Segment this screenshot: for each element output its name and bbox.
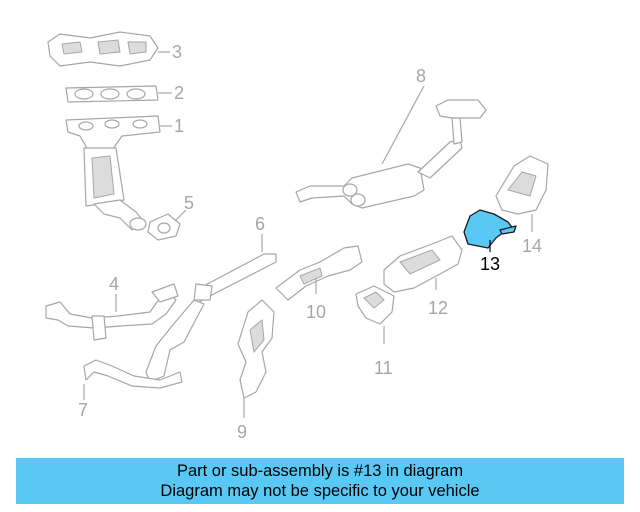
callout-10[interactable]: 10 [306,302,326,322]
banner-line-disclaimer: Diagram may not be specific to your vehi… [160,482,480,500]
info-banner: Part or sub-assembly is #13 in diagram D… [16,458,624,504]
part-2-gasket[interactable] [65,85,159,103]
callout-3[interactable]: 3 [172,42,182,62]
part-3-heat-shield[interactable] [47,31,159,67]
callout-8[interactable]: 8 [416,66,426,86]
info-banner-background [16,458,624,504]
part-6-intermediate-pipe[interactable] [145,253,277,383]
callout-9[interactable]: 9 [237,422,247,442]
part-14-heat-shield[interactable] [495,155,549,215]
banner-line-part-number: Part or sub-assembly is #13 in diagram [176,462,464,480]
part-8-muffler[interactable] [295,99,487,209]
callout-14[interactable]: 14 [522,236,542,256]
callout-13[interactable]: 13 [480,254,500,274]
callout-6[interactable]: 6 [255,214,265,234]
callout-4[interactable]: 4 [109,274,119,294]
part-1-exhaust-manifold[interactable] [65,115,161,231]
part-4-front-pipe[interactable] [45,283,179,341]
part-13-heat-shield-highlighted[interactable] [463,209,517,249]
part-10-heat-shield[interactable] [275,245,363,301]
callout-12[interactable]: 12 [428,298,448,318]
part-12-resonator-shield[interactable] [383,235,463,293]
part-5-gasket[interactable] [147,213,181,241]
leader-8 [381,85,425,165]
callout-7[interactable]: 7 [78,400,88,420]
callout-2[interactable]: 2 [174,83,184,103]
callout-5[interactable]: 5 [184,193,194,213]
part-9-heat-shield[interactable] [237,299,275,399]
part-11-bracket[interactable] [355,285,395,325]
callout-11[interactable]: 11 [374,358,393,378]
callout-1[interactable]: 1 [174,116,184,136]
part-7-pipe[interactable] [83,359,183,389]
leader-5 [175,209,187,221]
